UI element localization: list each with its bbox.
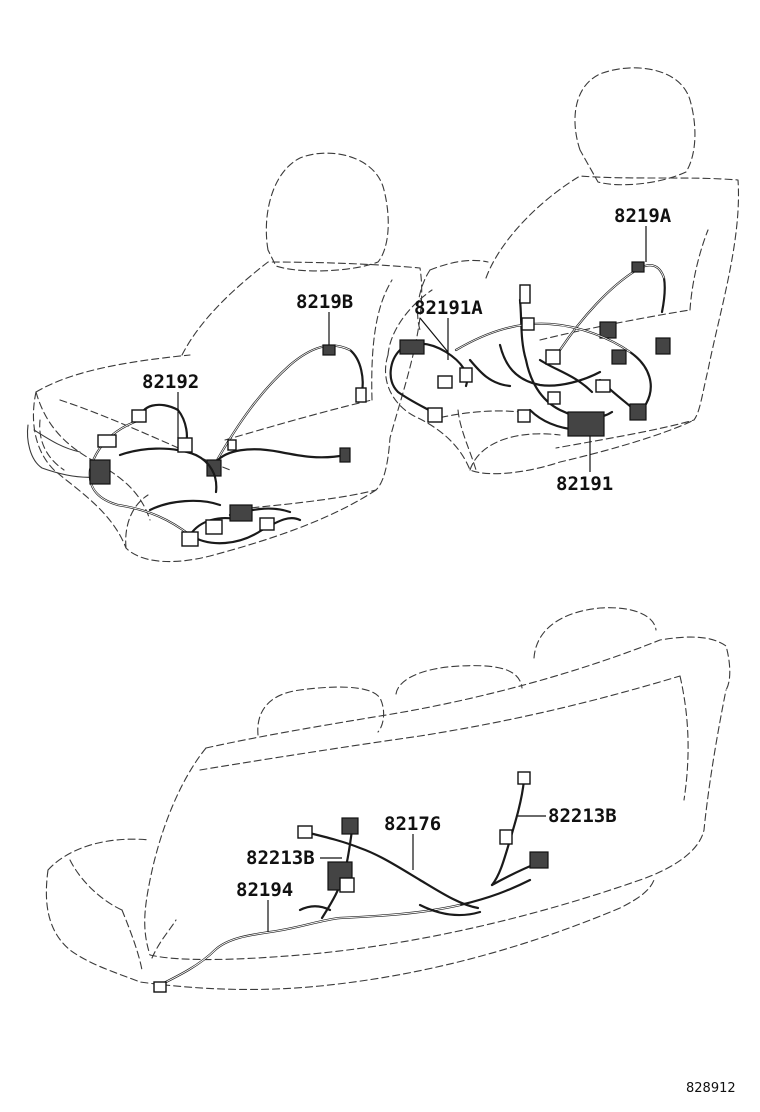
left-headrest-outline [265, 152, 389, 272]
diagram-id: 828912 [686, 1081, 736, 1096]
connector-82191A-a [399, 339, 425, 355]
harness-82194 [158, 878, 532, 987]
harness-82191-highlight [455, 323, 631, 353]
connector-8219A-mid [599, 321, 617, 339]
leader-lines [177, 226, 647, 932]
connector-82191-a [519, 284, 531, 304]
connector-8219A-right [655, 337, 671, 355]
connector-82191-e [517, 409, 531, 423]
label-8219A: 8219A [614, 205, 672, 227]
connector-82191-g [547, 391, 561, 405]
connector-rear-right2 [499, 829, 513, 845]
label-82213B-right: 82213B [548, 805, 617, 827]
right-seatback-outline [485, 175, 740, 449]
left-front-seat [26, 152, 423, 563]
label-82213B-left: 82213B [246, 847, 315, 869]
part-labels: 8219B 82191A 8219A 82192 82191 82176 822… [142, 205, 736, 1096]
rear-cushion-front [69, 859, 143, 971]
harness-8219B [214, 344, 364, 464]
connector-82191-c [545, 349, 561, 365]
connector-8219B-low [339, 447, 351, 463]
harness-82191 [454, 298, 652, 432]
rear-headrest-left [257, 686, 385, 736]
right-seatback-inner [429, 229, 709, 421]
left-cushion-outline [32, 354, 377, 563]
connector-rear-right [529, 851, 549, 869]
connector-82192-b [177, 437, 193, 453]
label-82192: 82192 [142, 371, 199, 393]
connector-82192-e [181, 531, 199, 547]
harness-8219B-lower [214, 448, 348, 464]
connector-82191-h [611, 349, 627, 365]
connector-rear-mid2 [339, 877, 355, 893]
rear-seatback-top [205, 636, 731, 749]
connector-rear-bottom [153, 981, 167, 993]
harness-82192-branch [118, 447, 292, 537]
label-82176: 82176 [384, 813, 441, 835]
connector-82192-d [89, 459, 111, 485]
label-82191A: 82191A [414, 297, 483, 319]
rear-seat [45, 607, 731, 993]
connector-rear-top [517, 771, 531, 785]
connector-82192-f [229, 504, 253, 522]
rear-seatback-frame [151, 675, 689, 959]
connector-82191-d [567, 411, 605, 437]
connector-82192-g [259, 517, 275, 531]
connector-82192-h [205, 519, 223, 535]
connector-82191-b [521, 317, 535, 331]
harness-82194-highlight [159, 904, 461, 986]
label-82194: 82194 [236, 879, 293, 901]
connector-8219B-right [355, 387, 367, 403]
left-cushion-side [39, 399, 231, 471]
rear-seatback-outline [144, 689, 727, 961]
connector-82191A-b [437, 375, 453, 389]
label-82191: 82191 [556, 473, 613, 495]
left-seatback-outline [181, 261, 423, 509]
right-seatback-top [417, 259, 489, 331]
leader-82191A [419, 317, 449, 360]
rear-headrest-right [533, 607, 657, 659]
connector-rear-tl2 [341, 817, 359, 835]
left-seatback-inner [224, 279, 393, 441]
connector-82191-i [595, 379, 611, 393]
connector-82192-a [131, 409, 147, 423]
connector-8219A-top [631, 261, 645, 273]
rear-headrest-mid [395, 665, 523, 695]
rear-cushion-outline [45, 838, 655, 991]
right-cushion-outline [384, 289, 695, 475]
harness-82176 [303, 830, 480, 910]
right-headrest-outline [574, 67, 696, 186]
connector-82192-c [97, 434, 117, 448]
connector-8219B-small [227, 439, 237, 451]
label-8219B: 8219B [296, 291, 353, 313]
right-front-seat [384, 67, 740, 475]
connector-rear-tl [297, 825, 313, 839]
connector-82191A-d [459, 367, 473, 383]
connector-82191-f [629, 403, 647, 421]
connector-8219B-top [322, 344, 336, 356]
right-cushion-side [457, 409, 561, 471]
connector-82191A-c [427, 407, 443, 423]
